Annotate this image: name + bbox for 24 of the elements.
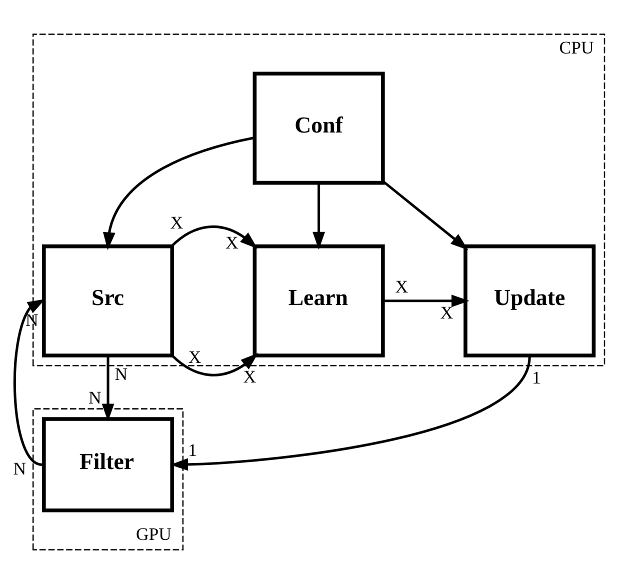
arrow: [382, 294, 470, 308]
arrow: [102, 356, 114, 422]
label: X: [243, 366, 256, 386]
label: N: [88, 388, 102, 408]
arrow: [170, 225, 258, 249]
arrow: [102, 136, 255, 250]
label: X: [226, 232, 238, 253]
label: X: [170, 212, 184, 233]
node-box: Src: [42, 244, 174, 358]
node-box: Conf: [252, 72, 385, 185]
node-box: Update: [464, 244, 596, 358]
label: N: [114, 364, 128, 384]
arrow: [312, 182, 326, 250]
label: X: [188, 346, 202, 367]
label: 1: [532, 367, 541, 388]
arrow: [170, 356, 531, 471]
node-box: Filter: [42, 417, 174, 512]
label: N: [13, 458, 26, 478]
node-box: Learn: [252, 244, 385, 358]
arrow: [382, 180, 468, 250]
arrow: [171, 352, 258, 376]
label: X: [395, 276, 408, 296]
label: 1: [188, 440, 198, 460]
label: X: [440, 302, 454, 323]
